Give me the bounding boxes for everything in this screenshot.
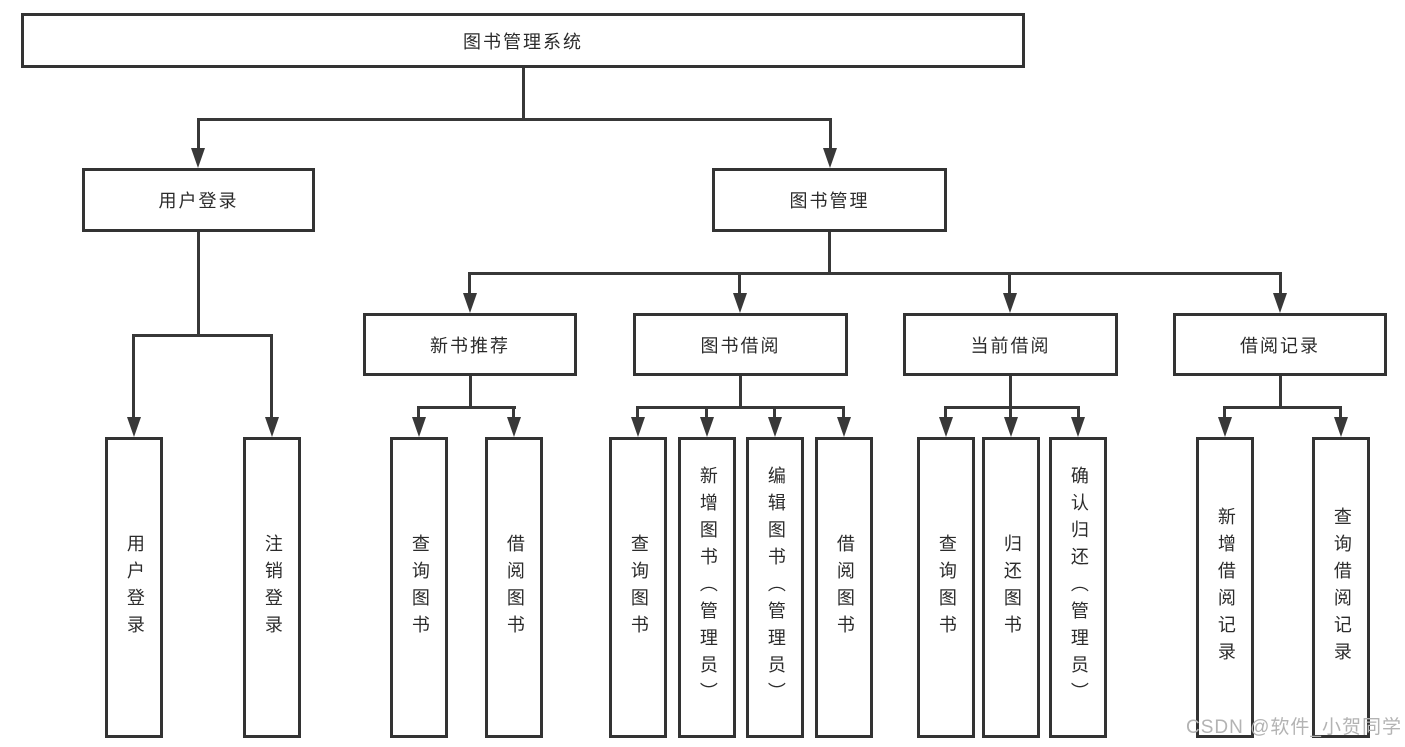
arrowhead-down-icon — [631, 417, 645, 437]
connector-vline — [705, 406, 708, 420]
connector-vline — [944, 406, 947, 420]
node-book-management: 图书管理 — [712, 168, 947, 232]
connector-vline — [738, 272, 741, 296]
arrowhead-down-icon — [507, 417, 521, 437]
leaf-query-borrow-record: 查询借阅记录 — [1312, 437, 1370, 738]
connector-vline — [1009, 406, 1012, 420]
leaf-add-borrow-record: 新增借阅记录 — [1196, 437, 1254, 738]
node-label: 当前借阅 — [970, 335, 1051, 356]
arrowhead-down-icon — [1003, 293, 1017, 313]
leaf-label: 编辑图书（管理员） — [765, 466, 786, 709]
leaf-add-books-admin: 新增图书（管理员） — [678, 437, 736, 738]
arrowhead-down-icon — [412, 417, 426, 437]
arrowhead-down-icon — [1218, 417, 1232, 437]
leaf-label: 查询图书 — [628, 533, 649, 642]
arrowhead-down-icon — [768, 417, 782, 437]
leaf-label: 新增图书（管理员） — [697, 466, 718, 709]
connector-vline — [828, 232, 831, 275]
leaf-confirm-return-admin: 确认归还（管理员） — [1049, 437, 1107, 738]
leaf-label: 确认归还（管理员） — [1068, 466, 1089, 709]
connector-hline — [132, 334, 273, 337]
connector-vline — [132, 334, 135, 418]
leaf-query-books-recommend: 查询图书 — [390, 437, 448, 738]
connector-vline — [842, 406, 845, 420]
arrowhead-down-icon — [1273, 293, 1287, 313]
arrowhead-down-icon — [1071, 417, 1085, 437]
leaf-edit-books-admin: 编辑图书（管理员） — [746, 437, 804, 738]
node-label: 图书管理系统 — [463, 31, 583, 52]
arrowhead-down-icon — [837, 417, 851, 437]
connector-vline — [1077, 406, 1080, 420]
arrowhead-down-icon — [939, 417, 953, 437]
connector-vline — [1009, 376, 1012, 409]
node-borrow-records: 借阅记录 — [1173, 313, 1387, 376]
arrowhead-down-icon — [823, 148, 837, 168]
node-label: 用户登录 — [158, 191, 239, 211]
connector-vline — [739, 376, 742, 409]
node-label: 借阅记录 — [1240, 335, 1320, 356]
connector-vline — [468, 272, 471, 296]
leaf-label: 新增借阅记录 — [1215, 506, 1236, 669]
arrowhead-down-icon — [1334, 417, 1348, 437]
leaf-label: 查询图书 — [936, 533, 957, 642]
node-current-borrowing: 当前借阅 — [903, 313, 1118, 376]
connector-hline — [468, 272, 1282, 275]
connector-hline — [197, 118, 832, 121]
leaf-label: 查询借阅记录 — [1331, 506, 1352, 669]
arrowhead-down-icon — [463, 293, 477, 313]
connector-hline — [417, 406, 516, 409]
node-root-library-management-system: 图书管理系统 — [21, 13, 1025, 68]
connector-hline — [1223, 406, 1342, 409]
connector-vline — [417, 406, 420, 420]
arrowhead-down-icon — [733, 293, 747, 313]
connector-vline — [1339, 406, 1342, 420]
connector-vline — [469, 376, 472, 409]
connector-vline — [829, 118, 832, 150]
connector-vline — [1223, 406, 1226, 420]
connector-hline — [636, 406, 845, 409]
connector-vline — [773, 406, 776, 420]
leaf-borrow-books-recommend: 借阅图书 — [485, 437, 543, 738]
arrowhead-down-icon — [1004, 417, 1018, 437]
connector-vline — [197, 232, 200, 337]
arrowhead-down-icon — [700, 417, 714, 437]
leaf-user-login: 用户登录 — [105, 437, 163, 738]
connector-vline — [1279, 376, 1282, 409]
leaf-logout: 注销登录 — [243, 437, 301, 738]
connector-vline — [1008, 272, 1011, 296]
leaf-label: 注销登录 — [262, 533, 283, 642]
connector-vline — [522, 68, 525, 120]
leaf-query-books-current: 查询图书 — [917, 437, 975, 738]
node-label: 新书推荐 — [430, 335, 510, 356]
node-label: 图书管理 — [789, 191, 870, 211]
connector-vline — [1279, 272, 1282, 296]
csdn-watermark: CSDN @软件_小贺同学 — [1186, 717, 1402, 738]
node-new-book-recommend: 新书推荐 — [363, 313, 577, 376]
arrowhead-down-icon — [265, 417, 279, 437]
leaf-return-books: 归还图书 — [982, 437, 1040, 738]
arrowhead-down-icon — [127, 417, 141, 437]
connector-hline — [944, 406, 1080, 409]
leaf-borrow-books: 借阅图书 — [815, 437, 873, 738]
arrowhead-down-icon — [191, 148, 205, 168]
leaf-query-books-borrow: 查询图书 — [609, 437, 667, 738]
connector-vline — [270, 334, 273, 418]
leaf-label: 归还图书 — [1001, 533, 1022, 642]
connector-vline — [512, 406, 515, 420]
leaf-label: 借阅图书 — [834, 533, 855, 642]
leaf-label: 借阅图书 — [504, 533, 525, 642]
node-label: 图书借阅 — [700, 335, 781, 356]
node-book-borrowing: 图书借阅 — [633, 313, 848, 376]
connector-vline — [197, 118, 200, 150]
connector-vline — [636, 406, 639, 420]
leaf-label: 用户登录 — [124, 533, 145, 642]
node-user-login: 用户登录 — [82, 168, 315, 232]
leaf-label: 查询图书 — [409, 533, 430, 642]
